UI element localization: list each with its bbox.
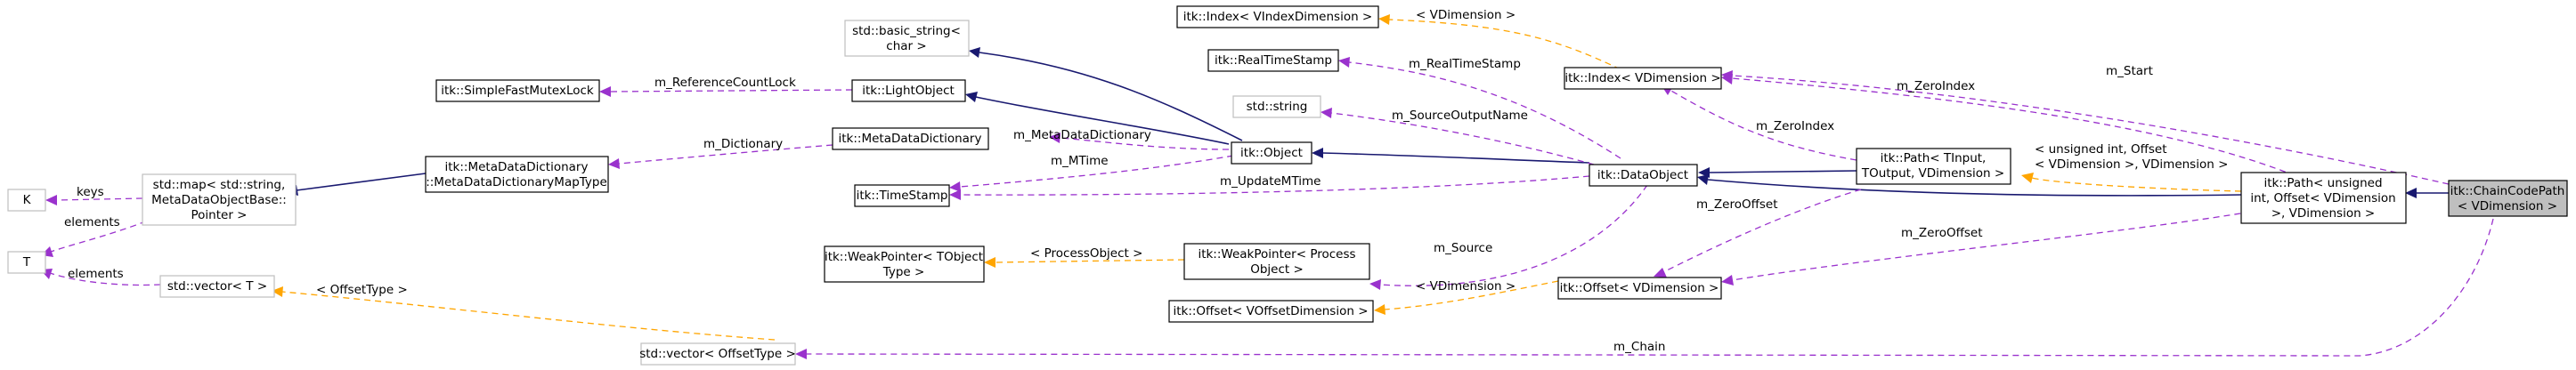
edge-label-m-referencecountlock: m_ReferenceCountLock bbox=[654, 76, 796, 90]
node-path-tinput[interactable]: itk::Path< TInput, TOutput, VDimension > bbox=[1856, 148, 2011, 185]
node-label: itk::Index< VIndexDimension > bbox=[1183, 10, 1373, 24]
node-label: itk::WeakPointer< Process bbox=[1198, 247, 1355, 261]
node-offset-voffsetdimension[interactable]: itk::Offset< VOffsetDimension > bbox=[1168, 300, 1374, 323]
node-realtimestamp[interactable]: itk::RealTimeStamp bbox=[1207, 49, 1339, 72]
edge-label-m-sourceoutputname: m_SourceOutputName bbox=[1392, 109, 1528, 123]
edge-label-m-zerooffset-path: m_ZeroOffset bbox=[1901, 226, 1983, 240]
node-label: itk::WeakPointer< TObject bbox=[825, 250, 983, 264]
node-metadatadictionary[interactable]: itk::MetaDataDictionary bbox=[832, 127, 989, 150]
edge-label-keys: keys bbox=[77, 185, 104, 199]
edge-label-m-realtimestamp: m_RealTimeStamp bbox=[1409, 57, 1521, 71]
node-object[interactable]: itk::Object bbox=[1231, 141, 1312, 165]
edge-label-template-index: < VDimension > bbox=[1416, 8, 1516, 22]
node-std-string[interactable]: std::string bbox=[1232, 95, 1321, 118]
node-timestamp[interactable]: itk::TimeStamp bbox=[854, 184, 950, 207]
node-label: itk::DataObject bbox=[1597, 168, 1688, 182]
node-t[interactable]: T bbox=[7, 251, 46, 274]
inheritance-edges bbox=[286, 47, 2449, 198]
edge-label-m-dictionary: m_Dictionary bbox=[703, 137, 783, 151]
node-std-map[interactable]: std::map< std::string, MetaDataObjectBas… bbox=[142, 173, 297, 226]
node-label: itk::Offset< VDimension > bbox=[1560, 281, 1719, 295]
edge-label-template-offsettype: < OffsetType > bbox=[316, 283, 408, 297]
node-path-unsigned-int-offset[interactable]: itk::Path< unsigned int, Offset< VDimens… bbox=[2240, 172, 2407, 224]
edge-label-m-metadatadictionary: m_MetaDataDictionary bbox=[1013, 128, 1151, 142]
node-label: itk::RealTimeStamp bbox=[1215, 53, 1332, 68]
node-k[interactable]: K bbox=[7, 189, 46, 212]
node-label: itk::LightObject bbox=[862, 84, 955, 98]
node-label: std::basic_string< bbox=[852, 24, 961, 38]
edge-label-template-path-line2: < VDimension >, VDimension > bbox=[2035, 157, 2228, 172]
node-label: ::MetaDataDictionaryMapType bbox=[426, 175, 607, 189]
node-label: >, VDimension > bbox=[2271, 206, 2376, 221]
node-index-vindexdimension[interactable]: itk::Index< VIndexDimension > bbox=[1176, 5, 1379, 28]
node-label: itk::Object bbox=[1240, 146, 1303, 160]
node-lightobject[interactable]: itk::LightObject bbox=[851, 79, 966, 102]
node-label: std::vector< OffsetType > bbox=[639, 347, 796, 361]
node-label: Type > bbox=[882, 265, 925, 279]
edge-label-m-updatemtime: m_UpdateMTime bbox=[1220, 174, 1321, 189]
edge-label-m-chain: m_Chain bbox=[1613, 340, 1665, 354]
node-label: Pointer > bbox=[191, 208, 248, 222]
node-label: MetaDataObjectBase:: bbox=[151, 193, 287, 207]
node-weakpointer-tobject[interactable]: itk::WeakPointer< TObject Type > bbox=[824, 245, 985, 283]
edge-label-m-zeroindex-pathtinput: m_ZeroIndex bbox=[1756, 119, 1834, 133]
edge-label-m-mtime: m_MTime bbox=[1051, 154, 1109, 168]
edge-label-elements-map: elements bbox=[64, 215, 120, 229]
template-edges bbox=[272, 14, 2242, 341]
node-dataobject[interactable]: itk::DataObject bbox=[1589, 164, 1698, 187]
node-label: std::string bbox=[1247, 100, 1308, 114]
edge-label-m-zerooffset-pathtinput: m_ZeroOffset bbox=[1696, 197, 1778, 212]
edge-label-elements-vector: elements bbox=[68, 267, 124, 281]
node-label: itk::Offset< VOffsetDimension > bbox=[1173, 304, 1368, 318]
node-label: itk::Path< unsigned bbox=[2263, 176, 2382, 190]
node-label: char > bbox=[886, 39, 926, 53]
node-label: < VDimension > bbox=[2458, 199, 2557, 213]
edge-label-template-processobject: < ProcessObject > bbox=[1030, 246, 1142, 261]
edge-label-template-path-line1: < unsigned int, Offset bbox=[2035, 142, 2167, 157]
node-label: itk::MetaDataDictionary bbox=[445, 160, 589, 174]
node-label: itk::Path< TInput, bbox=[1881, 151, 1987, 165]
node-label: T bbox=[22, 255, 31, 269]
node-label: std::vector< T > bbox=[167, 279, 267, 294]
node-label: TOutput, VDimension > bbox=[1861, 166, 2004, 181]
node-metadatadictionarymaptype[interactable]: itk::MetaDataDictionary ::MetaDataDictio… bbox=[425, 156, 609, 193]
node-index-vdimension[interactable]: itk::Index< VDimension > bbox=[1564, 67, 1722, 90]
edge-label-m-source: m_Source bbox=[1434, 241, 1492, 255]
node-offset-vdimension[interactable]: itk::Offset< VDimension > bbox=[1557, 277, 1722, 300]
node-simplefastmutexlock[interactable]: itk::SimpleFastMutexLock bbox=[435, 79, 600, 102]
node-label: itk::MetaDataDictionary bbox=[839, 132, 982, 146]
node-label: K bbox=[23, 193, 32, 207]
edge-label-m-zeroindex-path: m_ZeroIndex bbox=[1897, 79, 1975, 93]
node-basic-string[interactable]: std::basic_string< char > bbox=[844, 20, 970, 57]
node-std-vector-offsettype[interactable]: std::vector< OffsetType > bbox=[639, 342, 796, 366]
node-label: std::map< std::string, bbox=[153, 178, 286, 192]
node-label: int, Offset< VDimension bbox=[2250, 191, 2395, 205]
edge-label-m-start: m_Start bbox=[2106, 64, 2153, 78]
edge-label-template-offset: < VDimension > bbox=[1416, 279, 1516, 294]
member-edges bbox=[40, 57, 2494, 359]
node-label: Object > bbox=[1250, 262, 1304, 277]
node-label: itk::TimeStamp bbox=[857, 189, 948, 203]
node-chaincodepath[interactable]: itk::ChainCodePath < VDimension > bbox=[2448, 180, 2568, 217]
node-std-vector-t[interactable]: std::vector< T > bbox=[159, 275, 275, 298]
node-label: itk::SimpleFastMutexLock bbox=[441, 84, 594, 98]
node-weakpointer-processobject[interactable]: itk::WeakPointer< Process Object > bbox=[1183, 243, 1370, 280]
node-label: itk::ChainCodePath bbox=[2450, 184, 2565, 198]
node-label: itk::Index< VDimension > bbox=[1564, 71, 1720, 85]
edge-labels: m_Start m_ZeroIndex m_ZeroIndex < unsign… bbox=[64, 8, 2228, 354]
